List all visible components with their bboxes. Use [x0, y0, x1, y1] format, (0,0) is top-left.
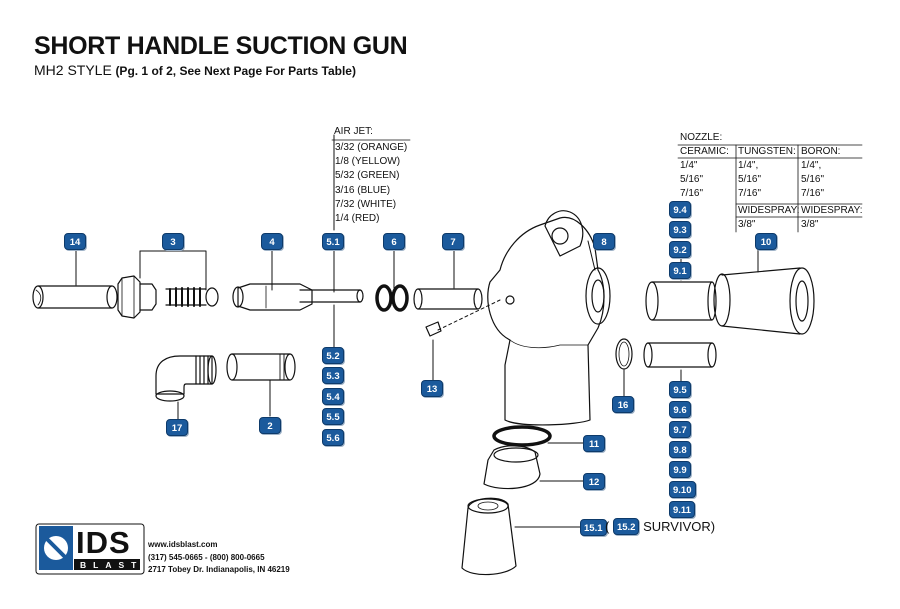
callout-5-6: 5.6 [322, 429, 344, 446]
part-6-o-rings [375, 284, 409, 312]
boron-heading: BORON: [801, 146, 841, 157]
survivor-open-paren: ( [605, 519, 610, 534]
part-9-5-insert [643, 342, 717, 368]
part-5-1-air-jet [299, 289, 364, 303]
callout-9-2: 9.2 [669, 241, 691, 258]
part-15-1-handle [461, 497, 517, 576]
callout-4: 4 [261, 233, 283, 250]
part-4-body [232, 283, 313, 311]
callout-9-8: 9.8 [669, 441, 691, 458]
callout-3: 3 [162, 233, 184, 250]
boron-widespray-heading: WIDESPRAY: [801, 205, 863, 216]
leader-lines [75, 134, 759, 528]
callout-14: 14 [64, 233, 86, 250]
ceramic-size: 7/16" [680, 188, 704, 200]
part-3-nut-and-barb [117, 275, 219, 319]
part-14-hose [32, 285, 118, 309]
ids-blast-logo: IDS BLAST [36, 523, 144, 575]
callout-7: 7 [442, 233, 464, 250]
callout-10: 10 [755, 233, 777, 250]
part-7-insert [413, 288, 483, 310]
company-website[interactable]: www.idsblast.com [148, 540, 218, 549]
page-note: (Pg. 1 of 2, See Next Page For Parts Tab… [115, 64, 356, 78]
nozzle-table-lines [677, 144, 863, 233]
logo-subtext: BLAST [80, 560, 144, 570]
callout-15-1: 15.1 [580, 519, 607, 536]
air-jet-heading: AIR JET: [334, 126, 373, 137]
tungsten-sizes: 1/4", 5/16" 7/16" [738, 159, 761, 202]
callout-5-2: 5.2 [322, 347, 344, 364]
callout-2: 2 [259, 417, 281, 434]
callout-9-10: 9.10 [669, 481, 696, 498]
callout-5-5: 5.5 [322, 408, 344, 425]
ceramic-heading: CERAMIC: [680, 146, 729, 157]
callout-9-5: 9.5 [669, 381, 691, 398]
part-13-set-screw [425, 321, 442, 337]
part-2-nipple [226, 353, 296, 381]
boron-size: 7/16" [801, 188, 825, 200]
part-12-collar [483, 445, 541, 490]
tungsten-widespray-size: 3/8" [738, 219, 756, 230]
callout-11: 11 [583, 435, 605, 452]
boron-sizes: 1/4", 5/16" 7/16" [801, 159, 824, 202]
page-title: SHORT HANDLE SUCTION GUN [34, 32, 408, 60]
callout-5-3: 5.3 [322, 367, 344, 384]
nozzle-heading: NOZZLE: [680, 132, 723, 143]
survivor-note: ( 15.2 SURVIVOR) [605, 518, 716, 536]
callout-15-2: 15.2 [612, 518, 640, 535]
callout-9-4: 9.4 [669, 201, 691, 218]
part-11-gasket-ring [492, 425, 552, 447]
air-jet-size: 5/32 (GREEN) [335, 170, 400, 182]
ceramic-sizes: 1/4" 5/16" 7/16" [680, 159, 703, 202]
callout-17: 17 [166, 419, 188, 436]
callout-9-1: 9.1 [669, 262, 691, 279]
callout-6: 6 [383, 233, 405, 250]
callout-9-11: 9.11 [669, 501, 695, 518]
part-9-1-nozzle-holder [645, 281, 717, 321]
part-16-washer [615, 338, 633, 370]
company-phone: (317) 545-0665 - (800) 800-0665 [148, 553, 265, 562]
boron-size: 1/4", [801, 160, 822, 171]
part-10-nozzle [713, 267, 815, 335]
part-8-gun-body [487, 210, 611, 426]
callout-5-4: 5.4 [322, 388, 344, 405]
tungsten-size: 5/16" [738, 174, 762, 186]
air-jet-size: 1/4 (RED) [335, 213, 380, 225]
company-address: 2717 Tobey Dr. Indianapolis, IN 46219 [148, 565, 290, 574]
callout-8: 8 [593, 233, 615, 250]
air-jet-sizes: 3/32 (ORANGE) 1/8 (YELLOW) 5/32 (GREEN) … [335, 141, 407, 226]
ceramic-size: 1/4" [680, 160, 698, 171]
ids-blast-logo-mark [39, 526, 140, 570]
callout-9-3: 9.3 [669, 221, 691, 238]
boron-size: 5/16" [801, 174, 825, 186]
callout-9-6: 9.6 [669, 401, 691, 418]
tungsten-size: 7/16" [738, 188, 762, 200]
callout-9-7: 9.7 [669, 421, 691, 438]
tungsten-heading: TUNGSTEN: [738, 146, 796, 157]
air-jet-size: 7/32 (WHITE) [335, 198, 397, 210]
air-jet-size: 3/16 (BLUE) [335, 184, 391, 196]
tungsten-widespray-heading: WIDESPRAY: [738, 205, 800, 216]
boron-widespray-size: 3/8" [801, 219, 819, 230]
tungsten-size: 1/4", [738, 160, 759, 171]
callout-16: 16 [612, 396, 634, 413]
logo-wordmark: IDS [76, 525, 131, 560]
ceramic-size: 5/16" [680, 174, 704, 186]
callout-13: 13 [421, 380, 443, 397]
air-jet-size: 3/32 (ORANGE) [335, 142, 408, 153]
page-subtitle: MH2 STYLE (Pg. 1 of 2, See Next Page For… [34, 62, 356, 78]
style-label: MH2 STYLE [34, 62, 112, 78]
callout-9-9: 9.9 [669, 461, 691, 478]
callout-12: 12 [583, 473, 605, 490]
air-jet-size: 1/8 (YELLOW) [335, 156, 401, 168]
part-17-elbow [155, 355, 217, 402]
callout-5-1: 5.1 [322, 233, 344, 250]
survivor-label: SURVIVOR) [643, 519, 716, 534]
